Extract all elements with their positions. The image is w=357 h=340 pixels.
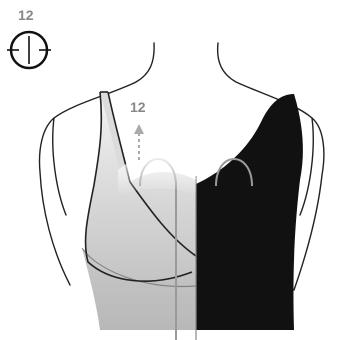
arrow-head xyxy=(134,124,144,134)
clock-number-label: 12 xyxy=(18,7,34,23)
arrow-number-label: 12 xyxy=(130,99,146,115)
bra-right-dark-side xyxy=(196,94,303,330)
direction-arrow: 12 xyxy=(130,99,146,160)
clock-position-icon: 12 xyxy=(7,7,51,68)
